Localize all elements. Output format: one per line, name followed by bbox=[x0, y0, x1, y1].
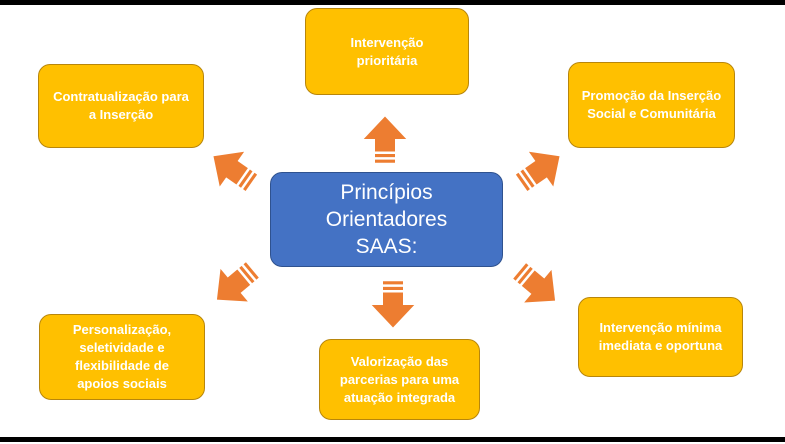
center-node: Princípios Orientadores SAAS: bbox=[270, 172, 503, 267]
arrow-up-left bbox=[201, 138, 264, 201]
arrow-down bbox=[371, 281, 415, 328]
node-valorizacao-parcerias: Valorização das parcerias para uma atuaç… bbox=[319, 339, 480, 420]
bottom-border bbox=[0, 437, 785, 442]
node-personalizacao: Personalização, seletividade e flexibili… bbox=[39, 314, 205, 400]
node-promocao-insercao: Promoção da Inserção Social e Comunitári… bbox=[568, 62, 735, 148]
arrow-up-right bbox=[509, 138, 572, 201]
top-border bbox=[0, 0, 785, 5]
node-intervencao-prioritaria: Intervenção prioritária bbox=[305, 8, 469, 95]
node-intervencao-minima: Intervenção mínima imediata e oportuna bbox=[578, 297, 743, 377]
arrow-down-right bbox=[505, 254, 569, 317]
arrow-down-left bbox=[203, 253, 267, 316]
node-contratualizacao: Contratualização para a Inserção bbox=[38, 64, 204, 148]
arrow-up bbox=[363, 116, 407, 163]
